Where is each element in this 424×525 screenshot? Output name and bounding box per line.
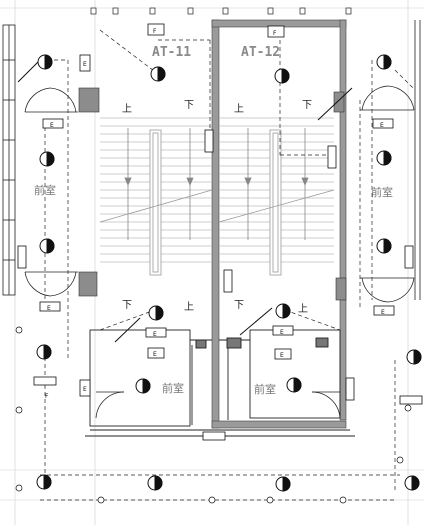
emergency-light-icon [150, 66, 166, 82]
tag-e-left-upper: E [50, 122, 54, 129]
stair-up-right-lower: 上 [298, 303, 308, 315]
stair-up-right: 上 [234, 103, 244, 115]
tag-e-mid-right: E [280, 329, 284, 336]
wall-columns [78, 87, 347, 301]
tag-f-top-left: F [153, 28, 157, 35]
emergency-light-icon [376, 150, 392, 166]
exit-signs [17, 129, 423, 441]
left-facade [2, 24, 16, 296]
exit-sign-icon [204, 129, 214, 153]
doors [24, 85, 415, 419]
room-label-left-lower: 前室 [162, 381, 184, 395]
stair-label-at11: AT-11 [152, 45, 191, 60]
room-label-right-lower: 前室 [254, 382, 276, 396]
emergency-light-icon [286, 377, 302, 393]
stair-label-at12: AT-12 [241, 45, 280, 60]
emergency-light-icon [36, 474, 52, 490]
tag-e-vert-top: E [83, 61, 87, 68]
tag-e-right-upper: E [380, 122, 384, 129]
emergency-light-icon [404, 475, 420, 491]
stair-down-right: 下 [302, 100, 312, 111]
tag-e-left-lower: E [47, 305, 51, 312]
stair-up-left-lower: 上 [184, 301, 194, 313]
column-icon [78, 87, 100, 113]
emergency-light-icon [147, 475, 163, 491]
stair-down-left-lower: 下 [122, 300, 132, 311]
emergency-light-icon [406, 349, 422, 365]
stair-handrails [149, 129, 282, 276]
tag-e-low-right: E [280, 352, 284, 359]
switch-symbols [17, 61, 353, 343]
emergency-light-icon [135, 378, 151, 394]
right-facade [414, 20, 421, 300]
emergency-light-icon [275, 476, 291, 492]
stair-down-left: 下 [184, 100, 194, 111]
lower-walls [85, 329, 355, 437]
tag-pm: F [45, 393, 49, 400]
stair-shaft-walls [211, 19, 347, 429]
emergency-light-icon [37, 54, 53, 70]
stair-down-right-lower: 下 [234, 300, 244, 311]
emergency-light-icon [39, 238, 55, 254]
emergency-light-icon [376, 238, 392, 254]
device-tags [39, 23, 395, 397]
top-dimension-ticks [90, 7, 352, 15]
stair-direction-arrows [99, 128, 335, 240]
emergency-light-icon [39, 151, 55, 167]
tag-f-top-right: F [273, 30, 277, 37]
emergency-light-icon [376, 54, 392, 70]
room-label-left-upper: 前室 [34, 183, 56, 197]
emergency-light-icon [275, 303, 291, 319]
tag-e-low-left: E [153, 351, 157, 358]
tag-e-vert-low: E [83, 386, 87, 393]
tag-e-mid-left: E [153, 331, 157, 338]
emergency-light-icon [148, 305, 164, 321]
junction-markers [15, 326, 412, 504]
stair-up-left: 上 [122, 103, 132, 115]
emergency-light-icon [36, 344, 52, 360]
light-fixtures [36, 54, 422, 492]
tag-e-right-lower: E [381, 309, 385, 316]
room-label-right-upper: 前室 [371, 185, 393, 199]
emergency-light-icon [274, 68, 290, 84]
